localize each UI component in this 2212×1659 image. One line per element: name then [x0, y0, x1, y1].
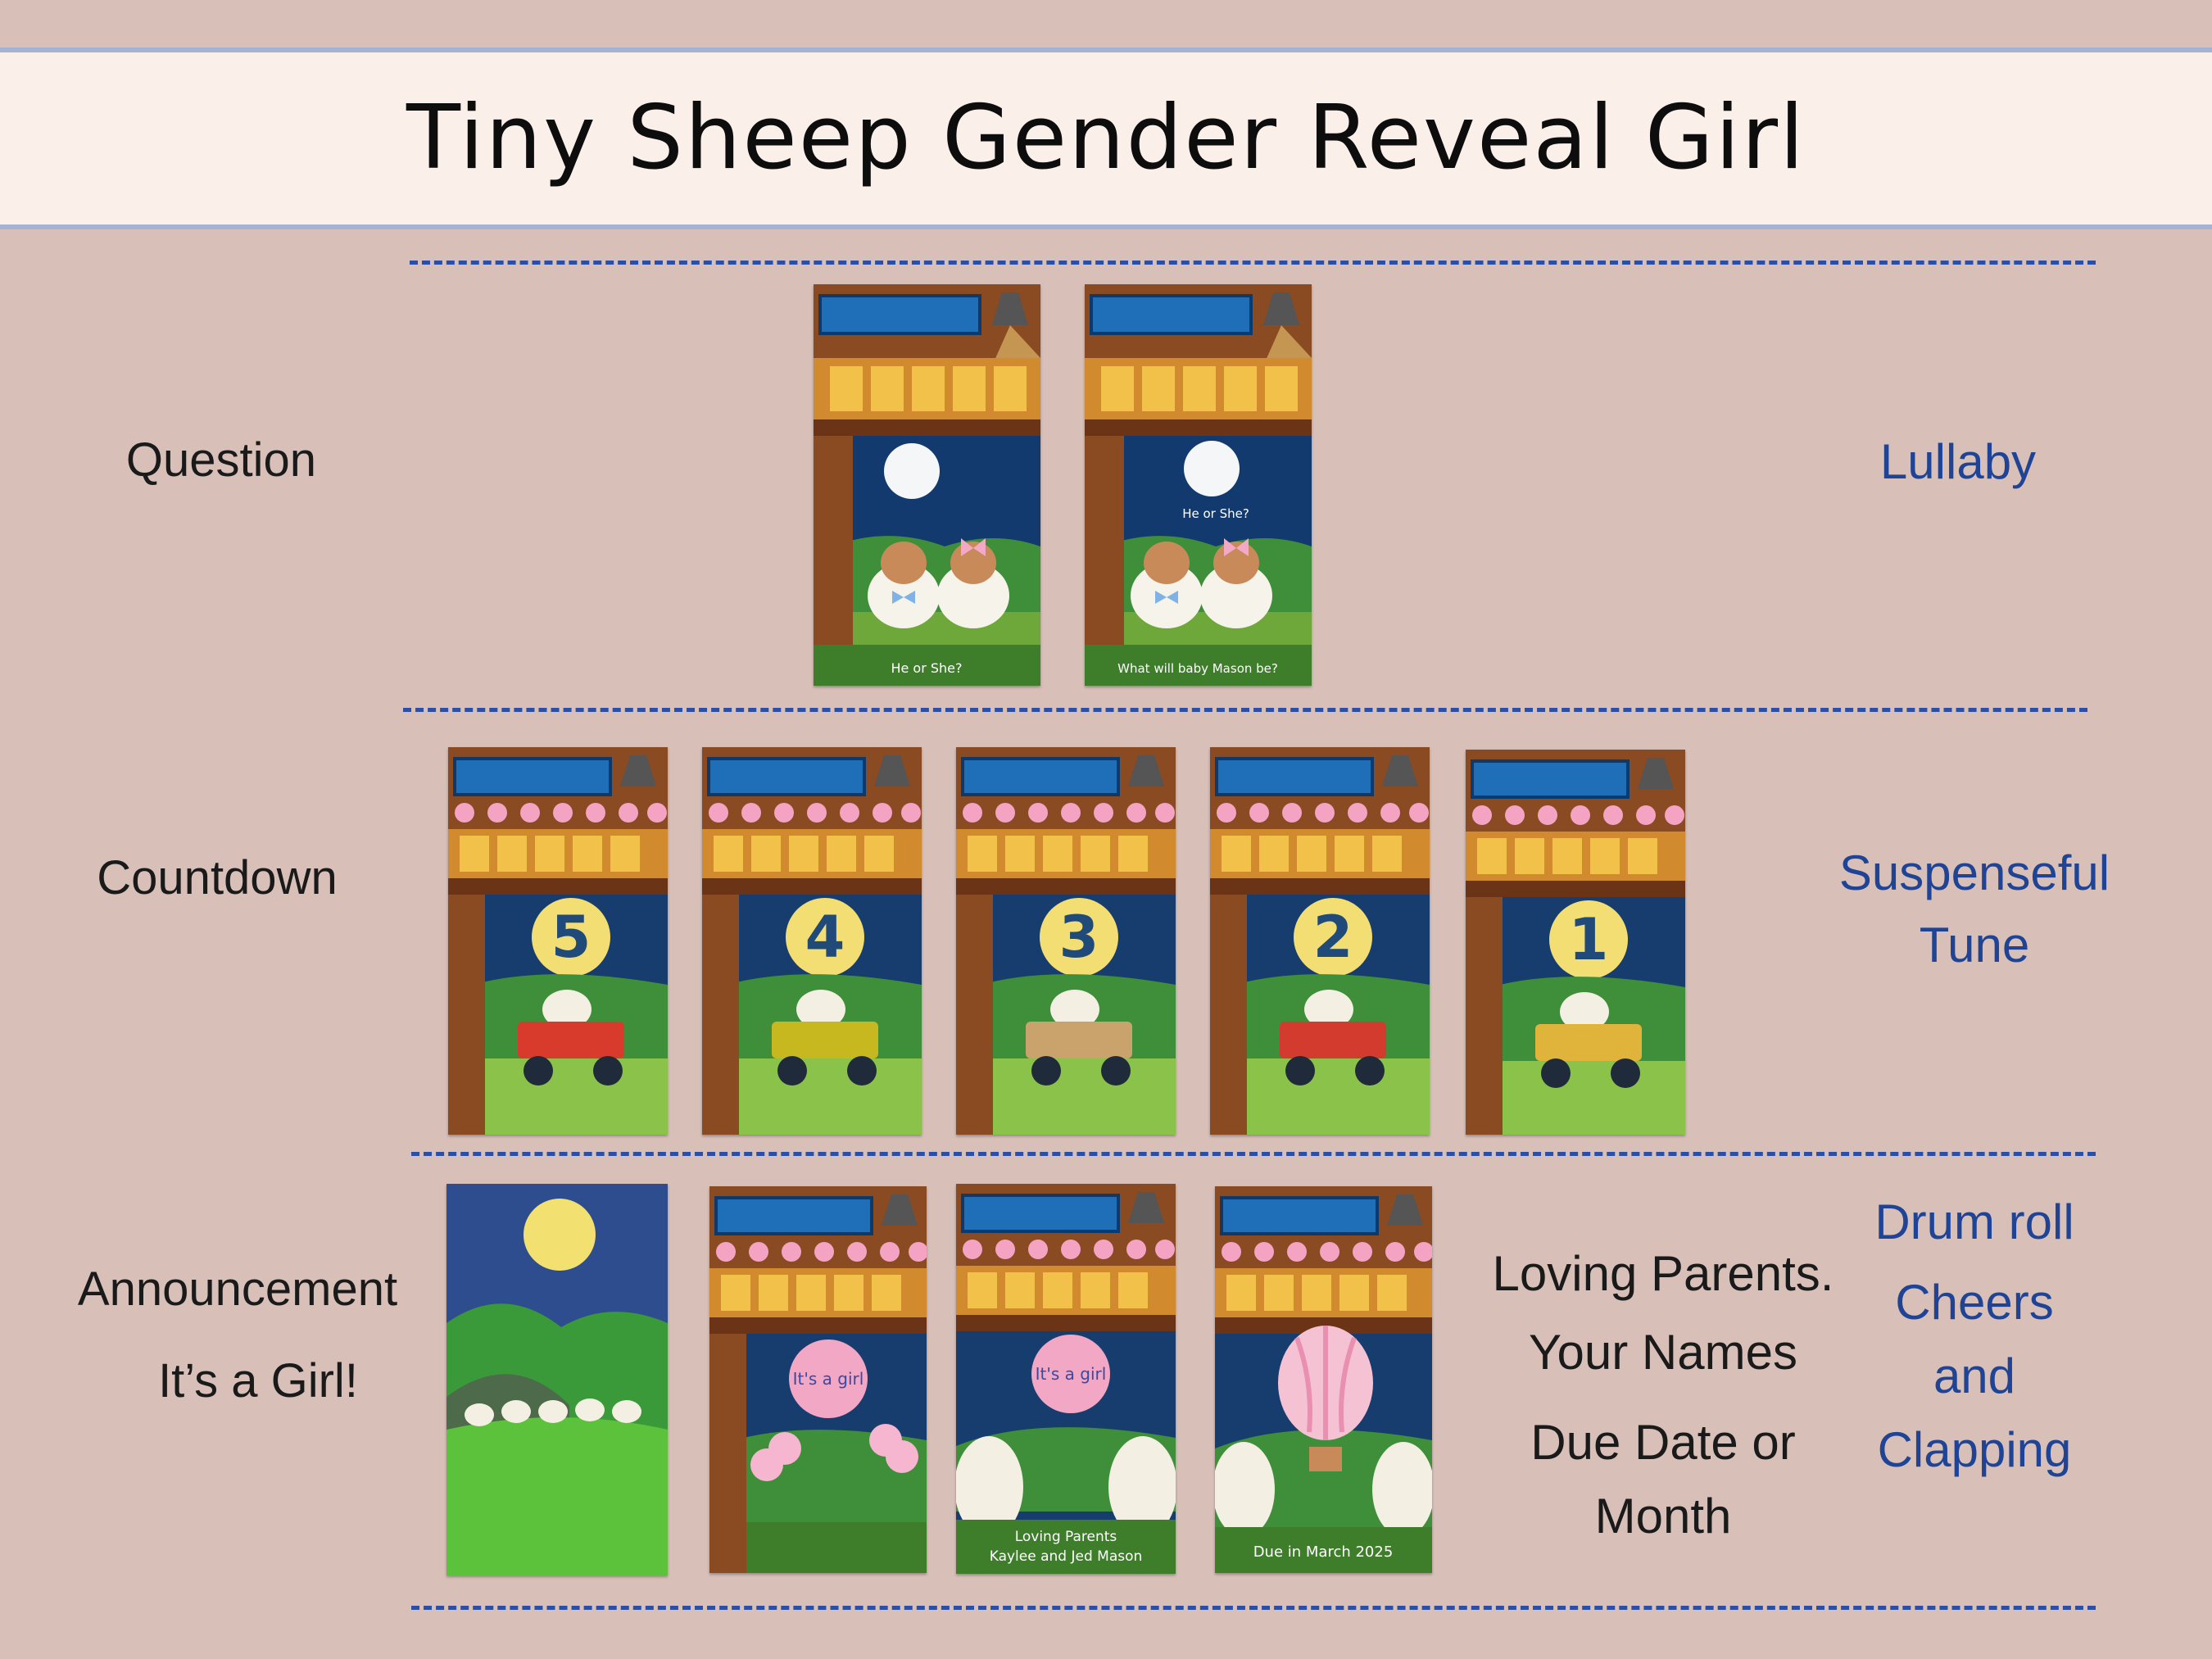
due-caption: Due in March 2025: [1253, 1543, 1394, 1561]
countdown-card-2: 2: [1210, 747, 1430, 1135]
page-title: Tiny Sheep Gender Reveal Girl: [406, 87, 1806, 189]
music-cheers: Cheers: [1895, 1275, 2054, 1330]
divider-lower: [411, 1152, 2096, 1156]
parents-caption-2: Kaylee and Jed Mason: [990, 1548, 1143, 1565]
countdown-wagon: [772, 1022, 878, 1058]
music-drum-roll: Drum roll: [1874, 1194, 2074, 1249]
divider-middle: [403, 708, 2087, 712]
row-label-announcement: Announcement: [77, 1262, 398, 1316]
countdown-card-1: 1: [1466, 750, 1685, 1135]
countdown-wagon: [1026, 1022, 1132, 1058]
note-due-date: Due Date or: [1530, 1415, 1796, 1470]
divider-bottom: [411, 1606, 2096, 1610]
countdown-number: 2: [1313, 904, 1353, 971]
girl-badge-2: It's a girl: [1036, 1364, 1107, 1384]
parents-caption-1: Loving Parents: [1015, 1529, 1117, 1545]
countdown-wagon: [1280, 1022, 1386, 1058]
countdown-number: 3: [1059, 904, 1099, 971]
announcement-card-parents: It's a girl Loving Parents Kaylee and Je…: [956, 1184, 1176, 1574]
girl-badge-1: It's a girl: [793, 1369, 864, 1389]
countdown-card-5: 5: [448, 747, 668, 1135]
note-loving-parents: Loving Parents.: [1492, 1246, 1834, 1301]
row-label-question: Question: [125, 433, 317, 487]
question-card-1-caption: He or She?: [891, 660, 962, 676]
countdown-wagon: [518, 1022, 624, 1058]
countdown-number: 4: [805, 904, 845, 971]
question-card-2-caption: What will baby Mason be?: [1117, 661, 1278, 676]
note-your-names: Your Names: [1529, 1325, 1797, 1380]
music-and: and: [1933, 1349, 2016, 1403]
music-lullaby: Lullaby: [1879, 434, 2037, 489]
countdown-number: 1: [1569, 906, 1609, 973]
countdown-wagon: [1535, 1024, 1642, 1061]
countdown-number: 5: [551, 904, 592, 971]
countdown-card-4: 4: [702, 747, 922, 1135]
question-card-2: He or She? What will baby Mason be?: [1085, 284, 1312, 686]
question-card-2-moon-text: He or She?: [1182, 506, 1249, 521]
divider-top: [410, 261, 2096, 265]
note-month: Month: [1594, 1489, 1732, 1543]
music-clapping: Clapping: [1877, 1422, 2072, 1477]
announcement-card-hills: [446, 1184, 668, 1575]
row-label-its-a-girl: It’s a Girl!: [158, 1354, 358, 1407]
row-label-countdown: Countdown: [97, 851, 338, 904]
announcement-card-balloons: It's a girl: [709, 1186, 927, 1573]
music-tune: Tune: [1919, 918, 2030, 972]
question-card-1: He or She?: [814, 284, 1040, 686]
music-suspenseful: Suspenseful: [1838, 845, 2110, 900]
announcement-card-due: Due in March 2025: [1215, 1186, 1432, 1573]
title-banner: Tiny Sheep Gender Reveal Girl: [0, 48, 2212, 229]
countdown-card-3: 3: [956, 747, 1176, 1135]
